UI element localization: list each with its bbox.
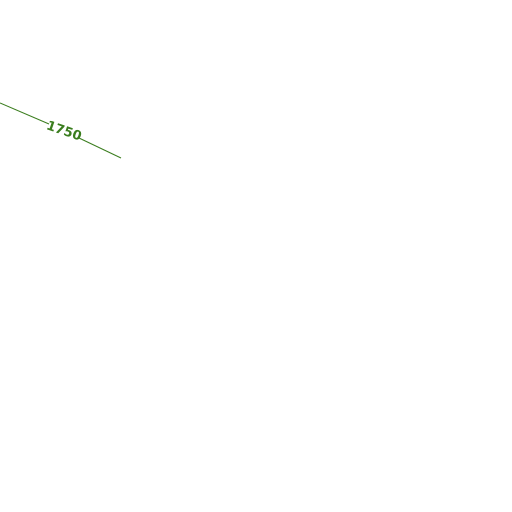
contour-line-segment-left (0, 102, 50, 125)
contour-line-segment-right (78, 137, 122, 159)
